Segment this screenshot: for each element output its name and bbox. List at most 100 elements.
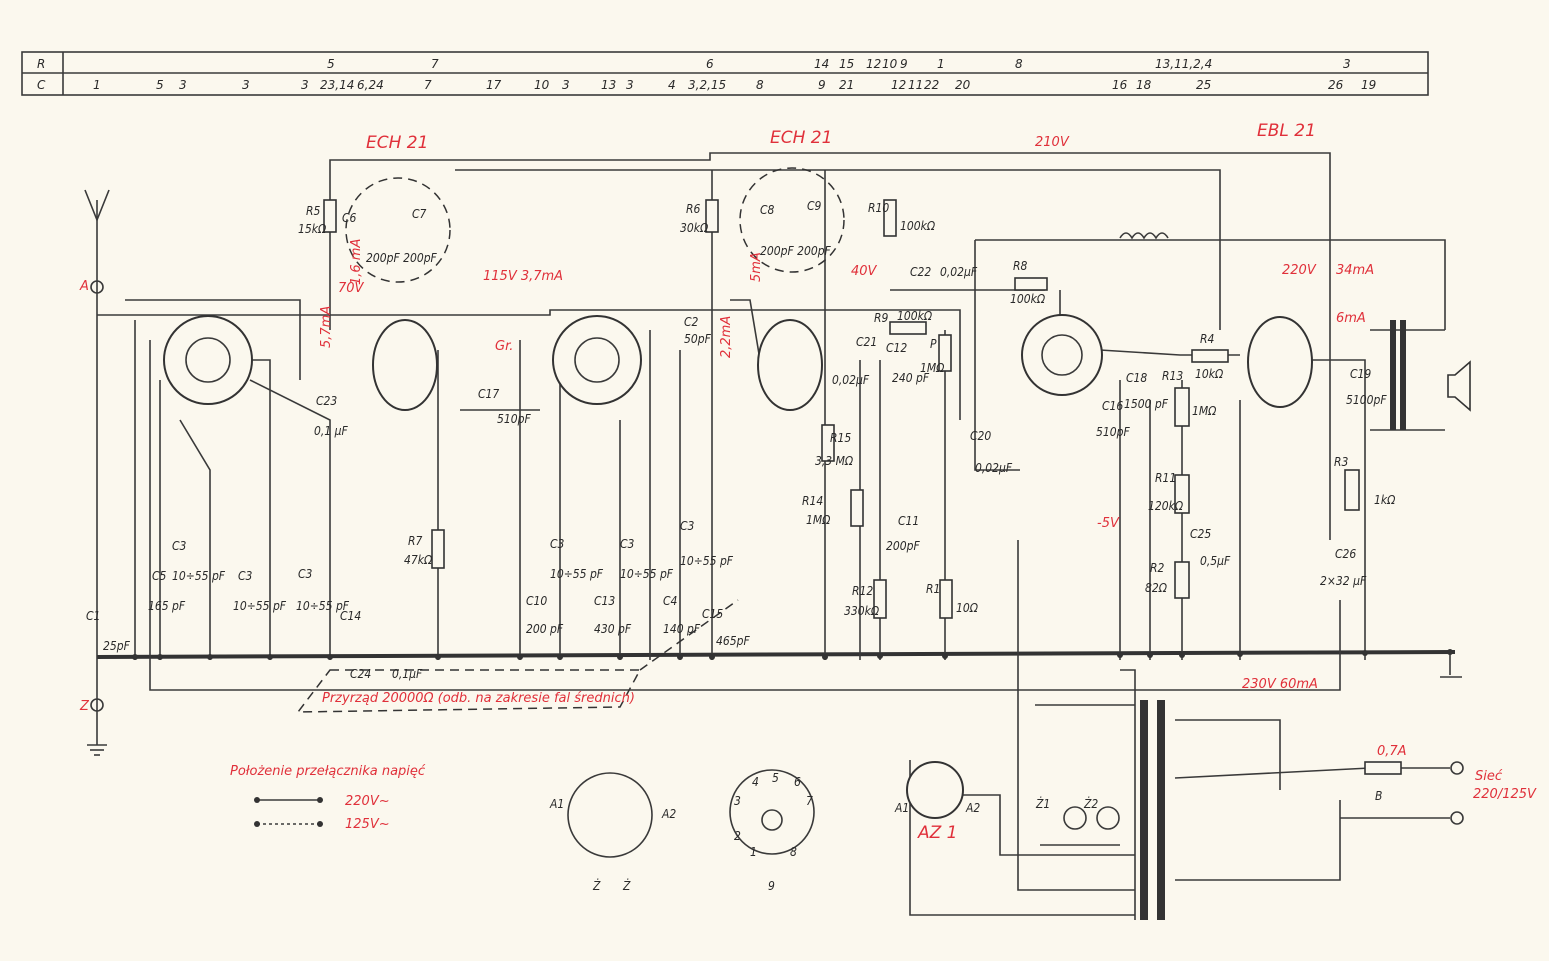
label-a2: A2	[965, 801, 980, 815]
label-p6: 6	[794, 775, 801, 789]
label-c26: C26	[1335, 547, 1356, 561]
table-cell: 19	[1361, 78, 1376, 92]
label-c4v: 140 pF	[663, 622, 701, 636]
label-r7: R7	[408, 534, 423, 548]
label-r13: R13	[1162, 369, 1183, 383]
label-c3dv: 10÷55 pF	[550, 567, 604, 581]
label-c3fv: 10÷55 pF	[680, 554, 734, 568]
speaker-icon	[1447, 360, 1471, 412]
label-v220: 220V	[1282, 263, 1317, 278]
label-p9: 9	[768, 879, 775, 893]
label-c3a: C3	[172, 539, 187, 553]
socket-pin-numbers: 4 5 6 3 7 2 1 8 9	[734, 771, 813, 893]
table-cell: 7	[424, 78, 432, 92]
label-p7: 7	[806, 794, 813, 808]
label-c23: C23	[316, 394, 337, 408]
tube-label: AZ 1	[917, 823, 958, 843]
label-r3v: 1kΩ	[1374, 493, 1396, 507]
label-sock_a2: A2	[661, 807, 676, 821]
table-cell: 5	[327, 57, 335, 71]
label-c19v: 5100pF	[1346, 393, 1387, 407]
label-c11: C11	[898, 514, 919, 528]
label-r1: R1	[926, 582, 940, 596]
label-ma57: 5,7mA	[319, 306, 334, 348]
label-p3: 3	[734, 794, 741, 808]
table-cell: 7	[431, 57, 439, 71]
label-c3ev: 10÷55 pF	[620, 567, 674, 581]
tube-ech21-2	[757, 319, 823, 411]
fuse	[1364, 761, 1402, 775]
label-z1: Ż1	[1035, 796, 1050, 811]
label-r3: R3	[1334, 455, 1349, 469]
label-c3d: C3	[550, 537, 565, 551]
table-cell: 3	[242, 78, 250, 92]
label-ma34: 34mA	[1336, 263, 1374, 278]
table-cell: 12	[891, 78, 906, 92]
mains-terminal-2	[1450, 811, 1464, 825]
label-p8: 8	[790, 845, 797, 859]
pilot-lamp-1	[1063, 806, 1087, 830]
label-c24v: 0,1μF	[392, 667, 423, 681]
label-p4: 4	[752, 775, 759, 789]
label-c25: C25	[1190, 527, 1211, 541]
wiring	[84, 152, 1462, 920]
choke	[1119, 232, 1169, 240]
power-transformer	[1140, 700, 1148, 920]
tube-label: EBL 21	[1257, 121, 1316, 141]
if-transformer-1	[345, 177, 451, 283]
label-r12v: 330kΩ	[844, 604, 880, 618]
tube-ebl21	[1247, 316, 1313, 408]
mains-terminal-1	[1450, 761, 1464, 775]
label-r4: R4	[1200, 332, 1215, 346]
label-c7: C7	[412, 207, 427, 221]
label-c15v: 465pF	[716, 634, 750, 648]
label-r8: R8	[1013, 259, 1028, 273]
label-z: Z	[79, 699, 90, 714]
label-a1: A1	[894, 801, 909, 815]
label-c1v: 25pF	[103, 639, 131, 653]
label-vm5: -5V	[1097, 516, 1120, 531]
table-cell: 25	[1196, 78, 1211, 92]
label-r15v: 3,3 MΩ	[815, 454, 854, 468]
label-r11v: 120kΩ	[1148, 499, 1184, 513]
table-cell: 6,24	[357, 78, 384, 92]
table-cell: 15	[839, 57, 854, 71]
row-label-c: C	[37, 78, 46, 92]
label-c6: C6	[342, 211, 357, 225]
label-r2v: 82Ω	[1145, 581, 1168, 595]
label-r1v: 10Ω	[956, 601, 979, 615]
label-ma6: 6mA	[1336, 311, 1366, 326]
label-c3f: C3	[680, 519, 695, 533]
label-r8v: 100kΩ	[1010, 292, 1046, 306]
meter-box	[296, 669, 642, 713]
label-c18v: 1500 pF	[1124, 397, 1169, 411]
label-c2: C2	[684, 315, 699, 329]
label-c17: C17	[478, 387, 499, 401]
label-c12: C12	[886, 341, 907, 355]
label-r15: R15	[830, 431, 851, 445]
label-c17v: 510pF	[497, 412, 531, 426]
table-cell: 13,11,2,4	[1155, 57, 1212, 71]
label-c12v: 240 pF	[892, 371, 930, 385]
junctions	[132, 649, 1453, 660]
table-cell: 3	[562, 78, 570, 92]
label-gr: Gr.	[495, 339, 513, 354]
ground-bus	[96, 650, 1456, 659]
label-c3bv: 10÷55 pF	[233, 599, 287, 613]
table-cell: 6	[706, 57, 714, 71]
label-c15: C15	[702, 607, 723, 621]
table-cell: 8	[1015, 57, 1023, 71]
rectifier-az1	[906, 761, 964, 819]
table-cell: 22	[924, 78, 939, 92]
label-c14: C14	[340, 609, 361, 623]
label-c21: C21	[856, 335, 877, 349]
label-p1: 1	[750, 845, 757, 859]
label-r5: R5	[306, 204, 321, 218]
label-switch_title: Położenie przełącznika napięć	[230, 764, 426, 779]
label-sock_z1: Ż	[592, 878, 601, 893]
label-v70: 70V	[338, 281, 365, 296]
label-r6v: 30kΩ	[680, 221, 709, 235]
label-v230: 230V 60mA	[1242, 677, 1318, 692]
table-cell: 9	[818, 78, 826, 92]
